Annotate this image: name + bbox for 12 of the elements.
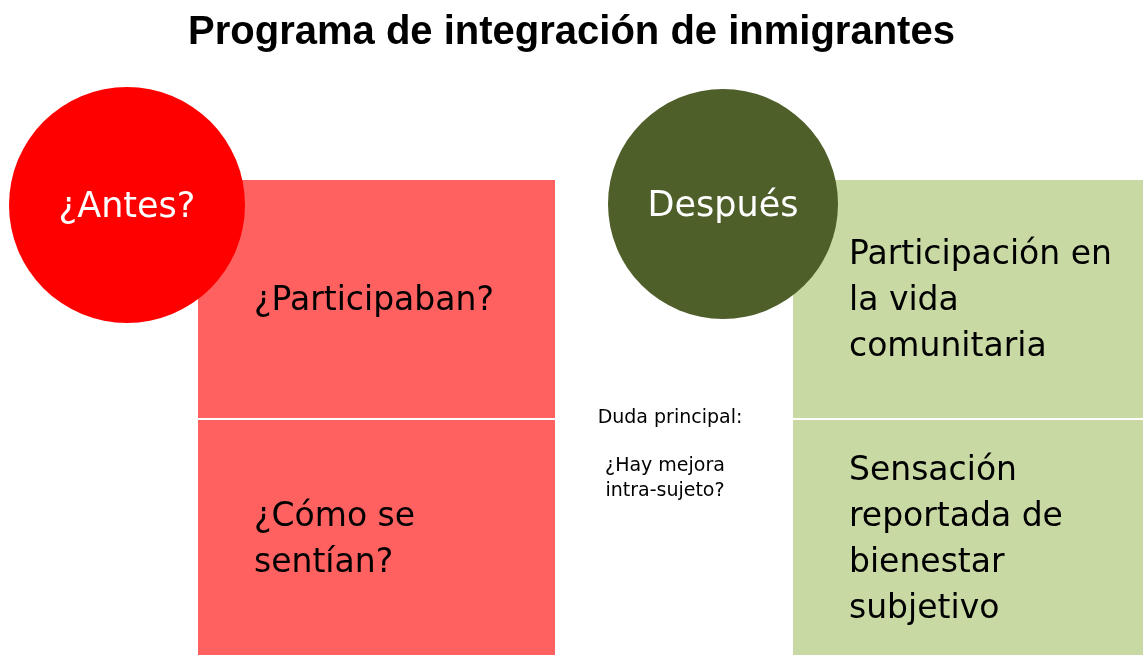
note-text: Duda principal: bbox=[596, 404, 744, 429]
node-label: ¿Participaban? bbox=[254, 279, 494, 318]
circle-node: Después bbox=[608, 89, 838, 319]
node-label: ¿Cómo se sentían? bbox=[254, 494, 416, 580]
outcome-box: Sensación reportada de bienestar subjetivo bbox=[793, 420, 1143, 655]
node-label: Sensación reportada de bienestar subjetivo bbox=[849, 448, 1063, 626]
node-label: Participación en la vida comunitaria bbox=[849, 233, 1112, 364]
note-text: ¿Hay mejora intra-sujeto? bbox=[604, 452, 726, 502]
title: Programa de integración de inmigrantes bbox=[187, 8, 956, 53]
question-box: ¿Cómo se sentían? bbox=[198, 420, 555, 655]
question-box: ¿Participaban? bbox=[198, 180, 555, 418]
circle-node: ¿Antes? bbox=[9, 87, 245, 323]
